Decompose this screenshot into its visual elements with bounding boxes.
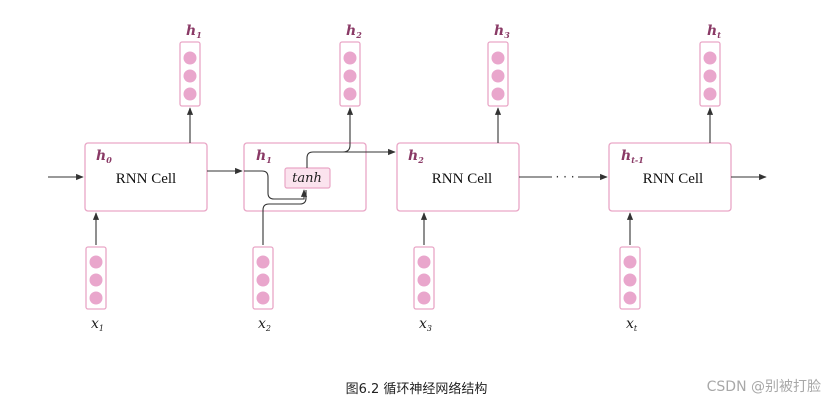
state-label: ht-1 — [621, 148, 644, 165]
output-label: ht — [707, 23, 721, 40]
vector-dot — [89, 291, 103, 305]
wire-tanh-to-cell3 — [306, 148, 396, 168]
vector-dot — [417, 291, 431, 305]
arrows: · · · — [48, 107, 767, 245]
vector-dot — [417, 273, 431, 287]
ellipsis: · · · — [555, 170, 574, 184]
wire-state-to-tanh — [244, 170, 308, 200]
tanh-label: tanh — [292, 171, 322, 186]
vector-dot — [89, 273, 103, 287]
vector-dot — [256, 291, 270, 305]
input-label: x2 — [258, 316, 271, 333]
input-vector — [252, 246, 274, 310]
vector-dot — [491, 69, 505, 83]
wire-tanh-to-output — [313, 107, 354, 153]
state-label: h2 — [408, 148, 424, 165]
output-label: h1 — [186, 23, 202, 40]
state-label: h0 — [96, 148, 112, 165]
output-label: h2 — [346, 23, 362, 40]
input-label: x1 — [91, 316, 104, 333]
input-label: x3 — [419, 316, 432, 333]
state-label: h1 — [256, 148, 272, 165]
vector-dot — [183, 69, 197, 83]
vector-dot — [491, 87, 505, 101]
vector-dot — [491, 51, 505, 65]
output-label: h3 — [494, 23, 510, 40]
vector-dot — [623, 291, 637, 305]
rnn-diagram: h0 RNN Cell h1 x1 h1 tanh h2 — [48, 23, 767, 333]
vector-dot — [417, 255, 431, 269]
cell-label: RNN Cell — [643, 171, 703, 187]
vector-dot — [256, 273, 270, 287]
output-vector — [179, 41, 201, 107]
figure-caption: 图6.2 循环神经网络结构 — [345, 382, 488, 397]
vector-dot — [343, 87, 357, 101]
input-vector — [619, 246, 641, 310]
output-vector — [699, 41, 721, 107]
vector-dot — [89, 255, 103, 269]
cell-box — [84, 142, 208, 212]
input-vector — [413, 246, 435, 310]
vector-dot — [703, 87, 717, 101]
output-vector — [339, 41, 361, 107]
input-vector — [85, 246, 107, 310]
rnn-cell-2: h1 tanh h2 x2 — [243, 23, 367, 333]
cell-label: RNN Cell — [116, 171, 176, 187]
vector-dot — [343, 51, 357, 65]
rnn-cell-4: ht-1 RNN Cell ht xt — [608, 23, 732, 333]
vector-dot — [703, 69, 717, 83]
cell-label: RNN Cell — [432, 171, 492, 187]
vector-dot — [623, 273, 637, 287]
input-label: xt — [626, 316, 638, 333]
rnn-cell-1: h0 RNN Cell h1 x1 — [84, 23, 208, 333]
vector-dot — [183, 51, 197, 65]
vector-dot — [343, 69, 357, 83]
vector-dot — [256, 255, 270, 269]
rnn-cell-3: h2 RNN Cell h3 x3 — [396, 23, 520, 333]
watermark: CSDN @别被打脸 — [706, 379, 821, 395]
vector-dot — [703, 51, 717, 65]
vector-dot — [183, 87, 197, 101]
wire-input-to-tanh — [262, 190, 307, 245]
vector-dot — [623, 255, 637, 269]
output-vector — [487, 41, 509, 107]
